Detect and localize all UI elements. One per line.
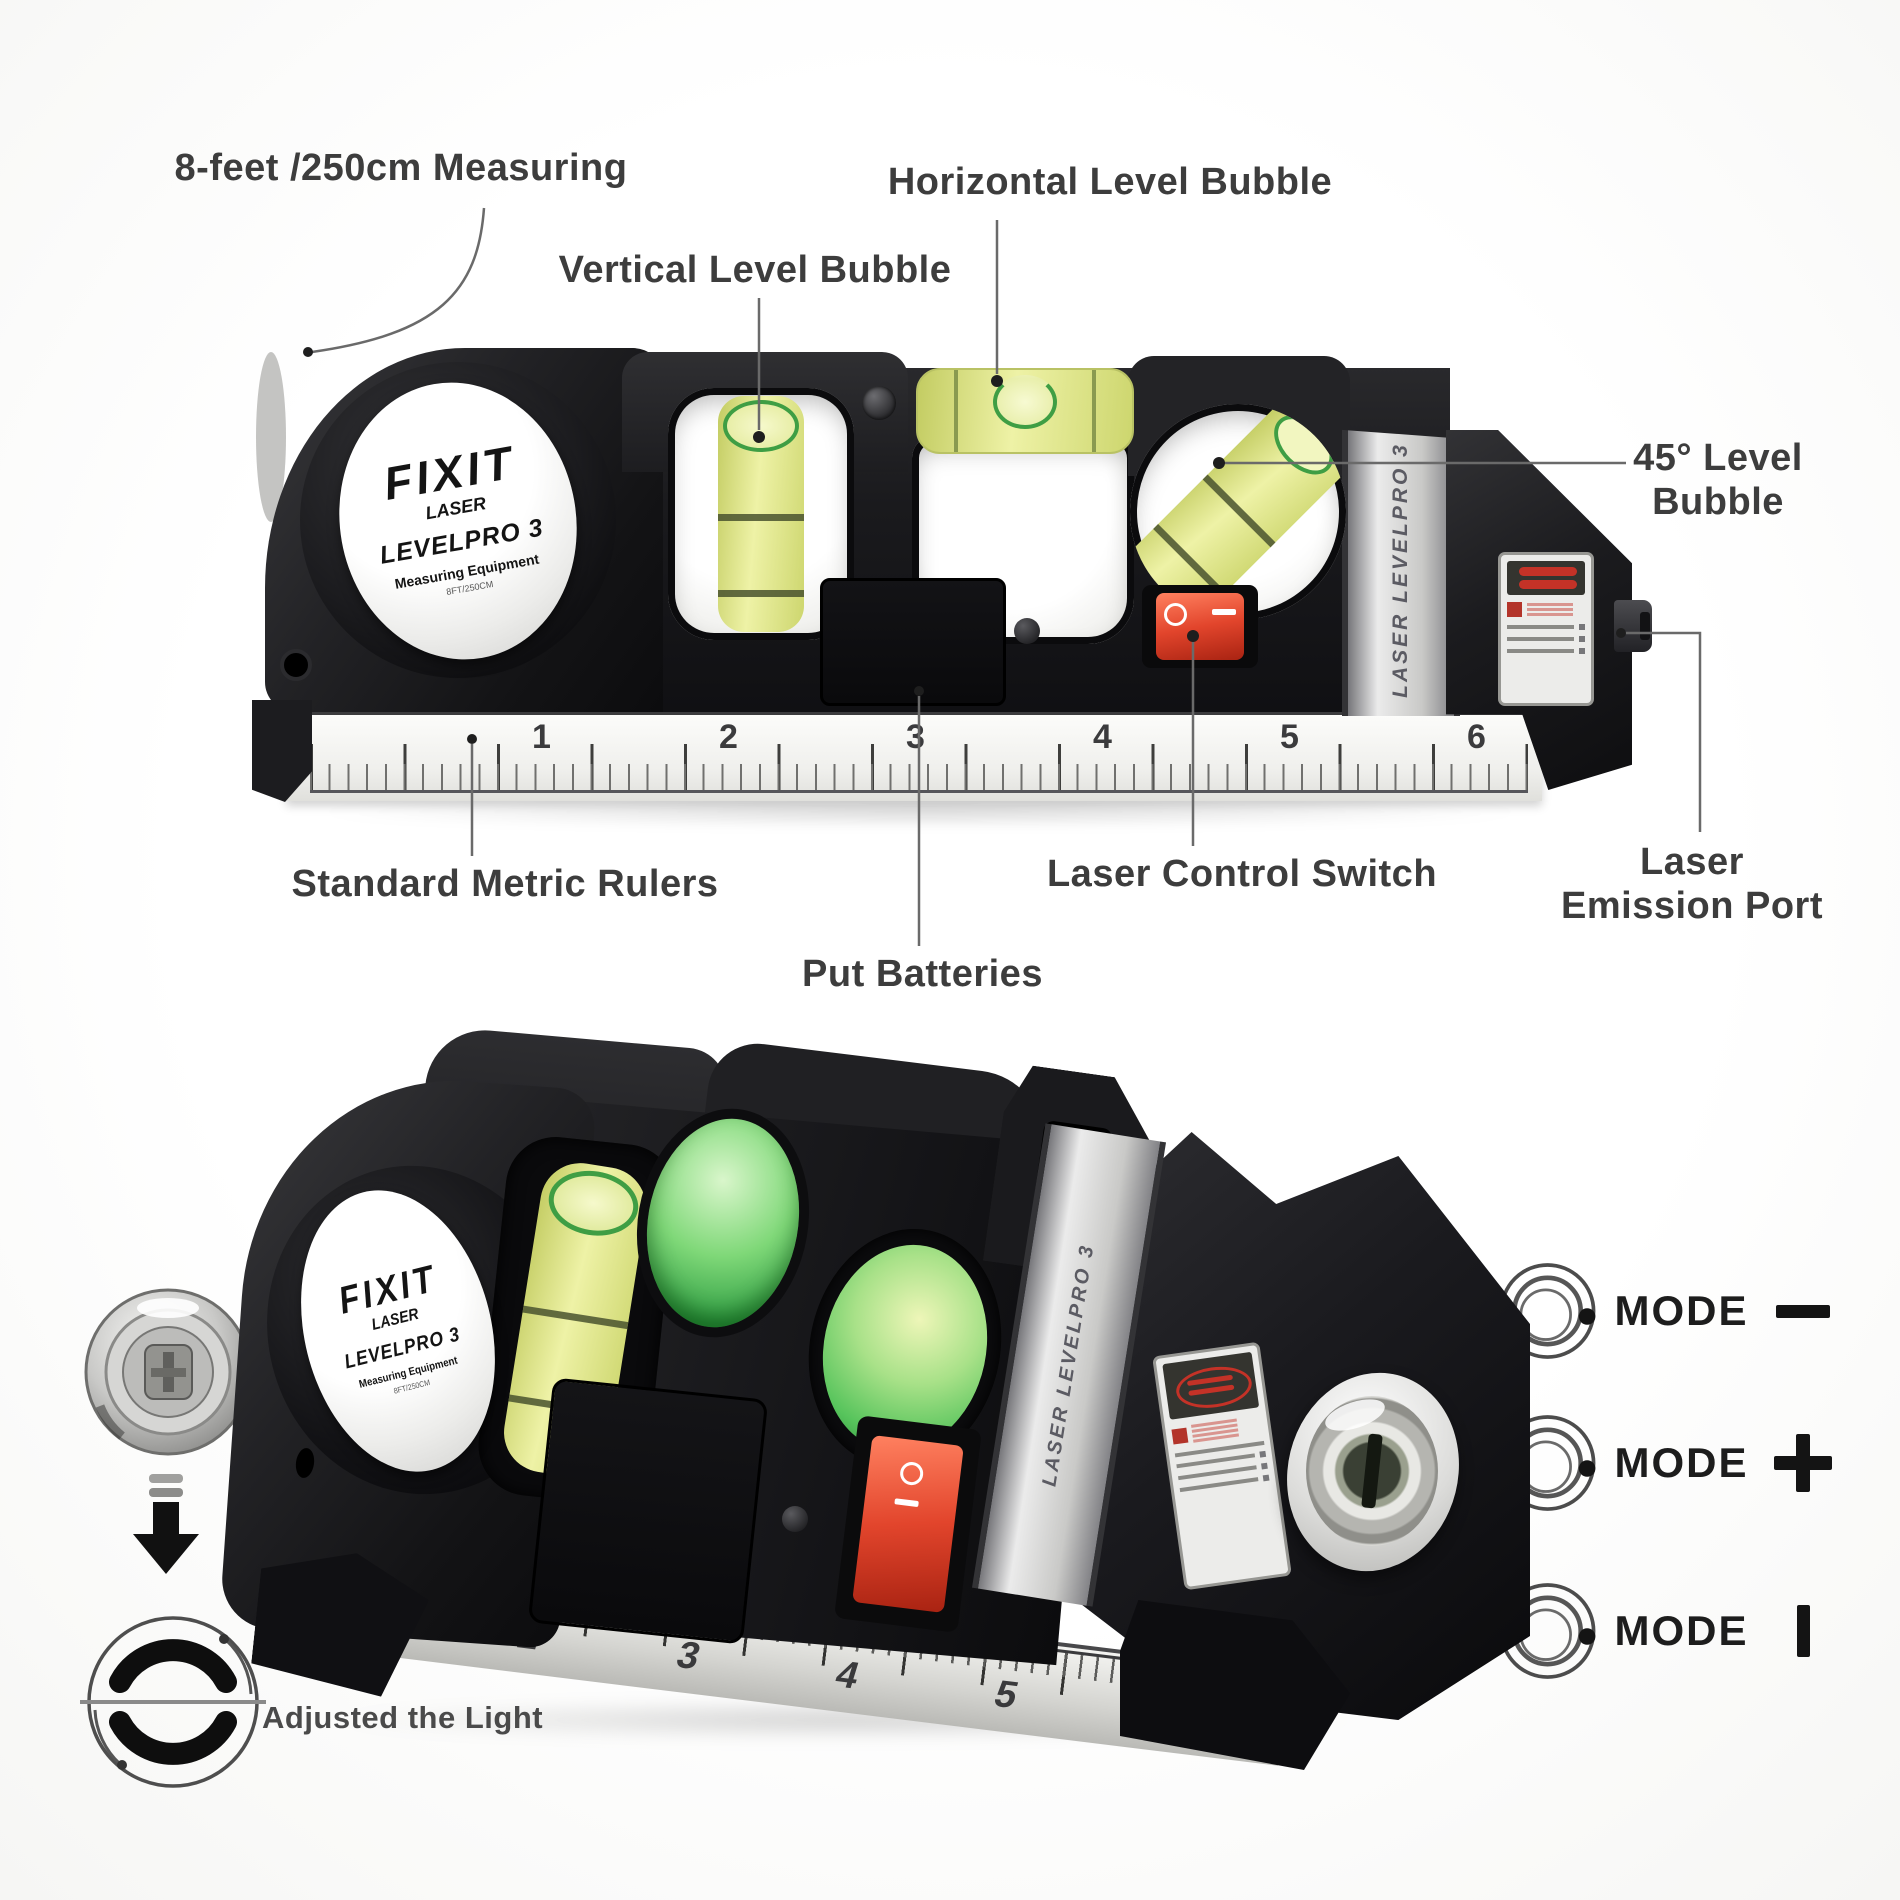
pb-laser-switch — [852, 1435, 964, 1613]
callout-45-bubble: 45° Level Bubble — [1608, 436, 1828, 524]
ruler-number: 4 — [1093, 718, 1112, 756]
mode-row-minus: MODE — [1496, 1246, 1836, 1376]
callout-45-line1: 45° Level — [1633, 437, 1803, 479]
laser-emission-port — [1614, 600, 1652, 652]
mode-minus-symbol — [1770, 1276, 1836, 1346]
body-screw — [862, 386, 896, 420]
callout-adjusted-light: Adjusted the Light — [262, 1700, 544, 1735]
pb-battery-door — [527, 1377, 769, 1645]
insert-direction-arrow-icon — [133, 1474, 199, 1574]
horizontal-vial — [916, 368, 1134, 454]
horizontal-bubble — [993, 375, 1057, 429]
side-band: LASER LEVELPRO 3 — [1342, 429, 1460, 716]
callout-emission-port: Laser Emission Port — [1552, 840, 1832, 928]
ruler-number: 6 — [1467, 718, 1486, 756]
callout-metric-rulers: Standard Metric Rulers — [291, 863, 719, 905]
switch-off-mark — [894, 1498, 919, 1508]
top-product-shadow — [300, 798, 1540, 826]
vial-mark — [954, 370, 958, 452]
laser-switch-bezel — [1142, 585, 1258, 668]
callout-emission-line2: Emission Port — [1561, 885, 1823, 928]
vertical-vial — [718, 396, 804, 632]
callout-horizontal-bubble: Horizontal Level Bubble — [887, 161, 1333, 203]
ruler-number: 1 — [532, 718, 551, 756]
battery-door-screw — [1014, 618, 1040, 644]
callout-emission-line1: Laser — [1640, 841, 1744, 883]
callout-vertical-bubble: Vertical Level Bubble — [558, 249, 952, 291]
laser-switch — [1156, 593, 1244, 660]
housing-screw-hole — [280, 649, 312, 681]
pb-switch-bezel — [834, 1415, 982, 1633]
ruler-number: 3 — [906, 718, 925, 756]
switch-on-mark — [898, 1460, 925, 1487]
switch-off-mark — [1212, 609, 1236, 615]
mode-line-symbol — [1770, 1596, 1836, 1666]
callout-measuring: 8-feet /250cm Measuring — [174, 147, 628, 189]
pb-side-band-text: LASER LEVELPRO 3 — [1038, 1241, 1099, 1489]
mode-label: MODE — [1614, 1439, 1749, 1486]
ruler-number: 2 — [719, 718, 738, 756]
laser-lens-icon — [84, 1288, 252, 1456]
mode-label: MODE — [1614, 1607, 1749, 1654]
laser-warning-label — [1498, 552, 1594, 706]
switch-on-mark — [1164, 603, 1187, 626]
callout-laser-switch: Laser Control Switch — [1046, 853, 1438, 895]
pb-battery-screw — [782, 1506, 808, 1532]
pb-lens-slit — [1361, 1433, 1383, 1509]
mode-row-plus: MODE — [1496, 1398, 1836, 1528]
adjust-light-icon — [80, 1616, 266, 1788]
battery-door — [820, 578, 1006, 706]
pb-emission-lens — [1306, 1393, 1438, 1546]
callout-45-line2: Bubble — [1652, 481, 1784, 524]
vertical-bubble — [723, 400, 799, 452]
ruler-number: 5 — [1280, 718, 1299, 756]
bubble-45-window — [1130, 404, 1346, 620]
vial-mark — [1092, 370, 1096, 452]
callout-put-batteries: Put Batteries — [802, 953, 1043, 995]
laser-emission-aperture — [1640, 612, 1650, 640]
mode-plus-symbol — [1770, 1428, 1836, 1498]
mode-label: MODE — [1614, 1287, 1749, 1334]
mode-row-line: MODE — [1496, 1566, 1836, 1696]
metric-ruler-top: 1 2 3 4 5 6 — [286, 712, 1542, 801]
pb-vertical-bubble — [544, 1164, 643, 1242]
side-band-text: LASER LEVELPRO 3 — [1389, 442, 1412, 698]
